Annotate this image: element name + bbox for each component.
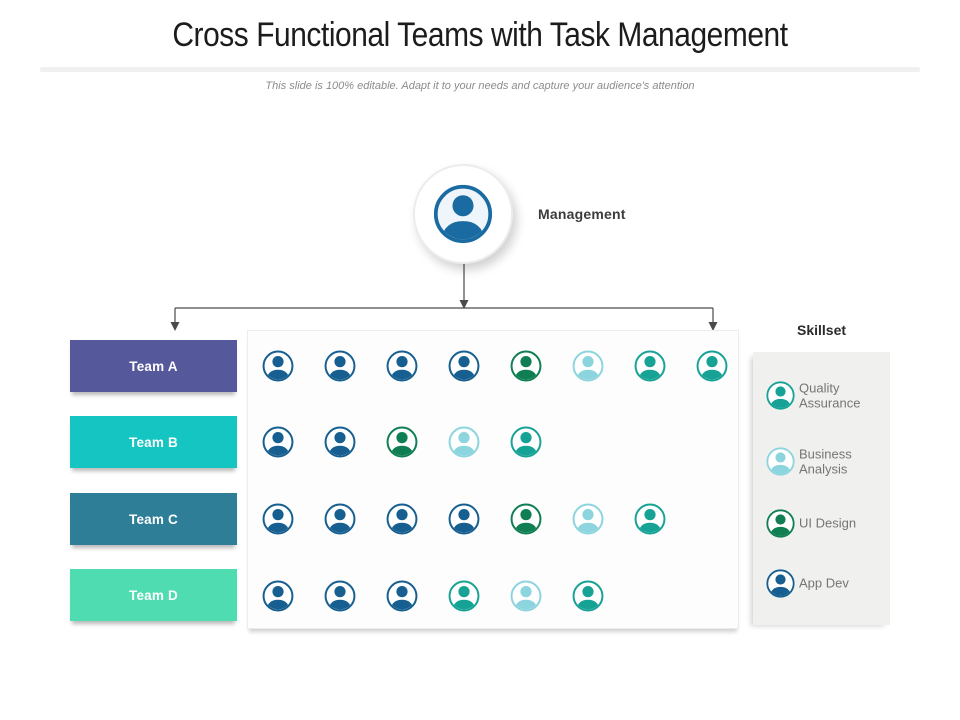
person-avatar-app_dev — [385, 502, 419, 536]
person-avatar-quality_assurance — [633, 502, 667, 536]
member-row-team-d — [261, 579, 605, 613]
legend-label: Quality Assurance — [799, 380, 861, 410]
person-avatar-app_dev — [765, 568, 796, 599]
person-avatar-quality_assurance — [633, 349, 667, 383]
legend-label: UI Design — [799, 515, 857, 531]
person-avatar-ui_design — [765, 508, 796, 539]
person-avatar-app_dev — [385, 349, 419, 383]
legend-item-quality-assurance: Quality Assurance — [753, 380, 890, 412]
person-avatar-ui_design — [509, 349, 543, 383]
person-avatar-app_dev — [323, 502, 357, 536]
legend-item-app-dev: App Dev — [753, 568, 890, 600]
person-avatar-app_dev — [447, 349, 481, 383]
person-avatar-app_dev — [261, 349, 295, 383]
person-avatar-quality_assurance — [765, 380, 796, 411]
page-title: Cross Functional Teams with Task Managem… — [172, 16, 788, 54]
person-avatar-business_analysis — [571, 349, 605, 383]
person-avatar-business_analysis — [765, 446, 796, 477]
legend-item-business-analysis: Business Analysis — [753, 446, 890, 478]
person-avatar-quality_assurance — [695, 349, 729, 383]
person-avatar-ui_design — [385, 425, 419, 459]
person-avatar-app_dev — [323, 425, 357, 459]
management-avatar-icon — [431, 182, 495, 246]
person-avatar-quality_assurance — [509, 425, 543, 459]
title-divider — [40, 67, 920, 72]
person-avatar-app_dev — [323, 579, 357, 613]
person-avatar-app_dev — [261, 425, 295, 459]
person-avatar-business_analysis — [509, 579, 543, 613]
legend-label: Business Analysis — [799, 446, 852, 476]
person-avatar-ui_design — [509, 502, 543, 536]
team-label-team-d: Team D — [70, 569, 237, 621]
person-avatar-app_dev — [261, 579, 295, 613]
team-members-grid — [247, 330, 739, 629]
skillset-title: Skillset — [796, 322, 847, 338]
member-row-team-c — [261, 502, 667, 536]
member-row-team-a — [261, 349, 729, 383]
management-node — [413, 164, 513, 264]
person-avatar-business_analysis — [571, 502, 605, 536]
legend-label: App Dev — [799, 575, 849, 591]
person-avatar-app_dev — [323, 349, 357, 383]
person-avatar-app_dev — [447, 502, 481, 536]
person-avatar-app_dev — [261, 502, 295, 536]
person-avatar-business_analysis — [447, 425, 481, 459]
member-row-team-b — [261, 425, 543, 459]
person-avatar-quality_assurance — [571, 579, 605, 613]
person-avatar-app_dev — [385, 579, 419, 613]
management-label: Management — [538, 206, 626, 222]
person-avatar-quality_assurance — [447, 579, 481, 613]
team-label-team-a: Team A — [70, 340, 237, 392]
team-label-team-b: Team B — [70, 416, 237, 468]
team-label-team-c: Team C — [70, 493, 237, 545]
legend-item-ui-design: UI Design — [753, 508, 890, 540]
subtitle: This slide is 100% editable. Adapt it to… — [265, 80, 695, 92]
